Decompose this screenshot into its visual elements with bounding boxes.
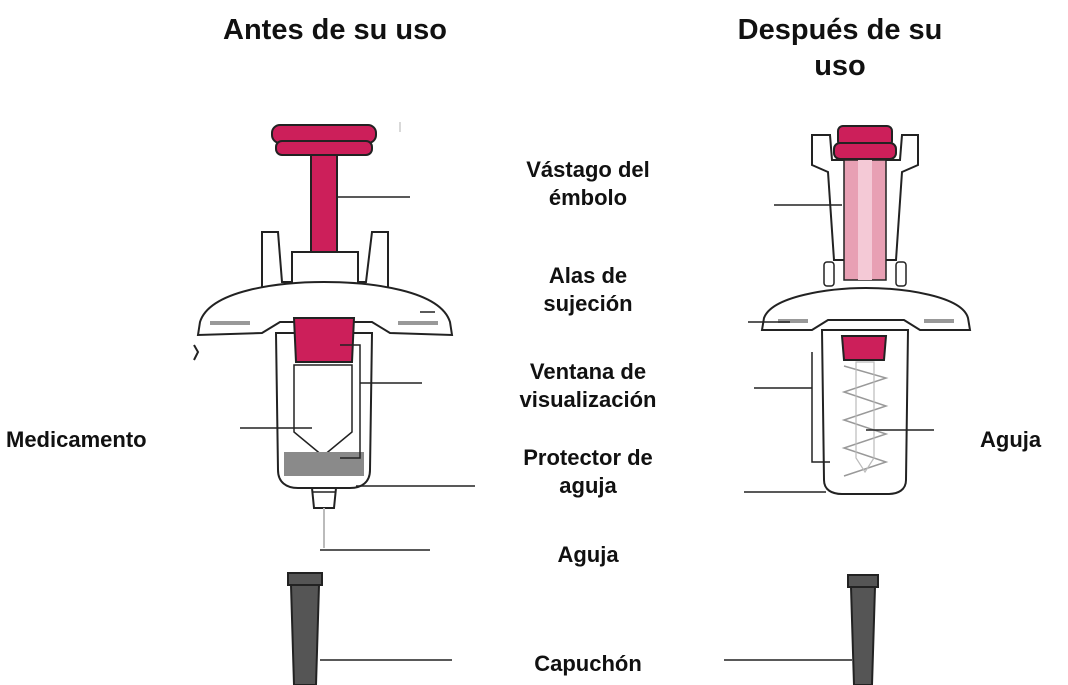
label-viewing-window: Ventana de visualización [478,358,698,414]
needle-cap [287,572,323,685]
label-plunger-rod-line1: Vástago del [526,157,650,182]
title-after-use: Después de su uso [700,12,980,84]
label-needle-center: Aguja [557,542,619,567]
label-plunger-rod-line2: émbolo [548,185,628,210]
syringe-before-use [193,122,454,685]
plunger-rod [310,154,338,271]
needle-guard-spring [841,365,889,477]
title-before-use: Antes de su uso [223,14,447,46]
label-needle-guard-line1: Protector de [523,445,653,470]
label-cap: Capuchón [534,651,642,676]
title-after-line1: Después de su [737,14,943,46]
finger-flange [196,280,454,337]
label-finger-flange-line1: Alas de [548,263,628,288]
inner-chamber [293,364,353,457]
label-viewing-window-line2: visualización [519,387,657,412]
label-needle-right: Aguja [980,427,1042,452]
label-finger-flange: Alas de sujeción [488,262,688,318]
label-needle-guard: Protector de aguja [488,444,688,500]
plunger-stopper [292,317,356,363]
leader-lines-right [724,204,934,661]
needle-hub [310,487,338,509]
plunger-stopper-after [840,335,888,361]
title-after-line2: uso [814,50,866,82]
label-plunger-rod: Vástago del émbolo [488,156,688,212]
finger-flange-after [760,286,972,331]
label-needle-guard-line2: aguja [559,473,617,498]
syringe-barrel-after [820,329,910,495]
needle-cap-after [849,586,877,685]
label-medication: Medicamento [6,427,147,452]
syringe-after-use [760,125,972,685]
medication-fill [284,452,364,476]
leader-lines-left [240,196,475,661]
label-finger-flange-line2: sujeción [543,291,633,316]
label-viewing-window-line1: Ventana de [529,359,647,384]
plunger-head [271,124,377,156]
